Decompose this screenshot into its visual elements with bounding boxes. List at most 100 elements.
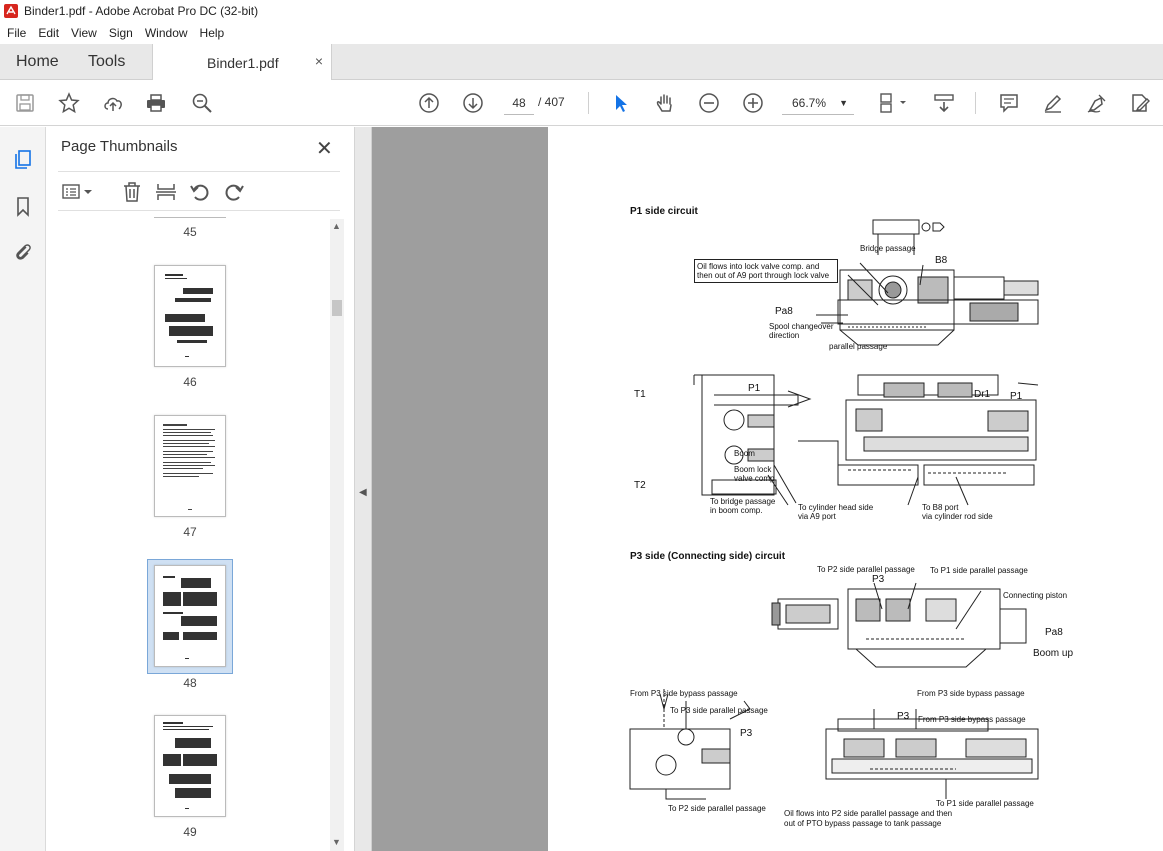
sign-button[interactable] [1084, 90, 1110, 116]
p1-label-pa8: Pa8 [775, 306, 793, 317]
toolbar-divider-2 [975, 92, 976, 114]
p3-label-p3-top: P3 [872, 574, 885, 585]
thumbnail-45-edge [154, 217, 226, 218]
print-button[interactable] [143, 90, 169, 116]
minus-circle-icon [699, 93, 719, 113]
prev-page-button[interactable] [416, 90, 442, 116]
p3-label-boomup: Boom up [1033, 648, 1074, 659]
close-panel-icon[interactable]: ✕ [316, 138, 333, 160]
zoom-out-button[interactable] [696, 90, 722, 116]
hand-tool-button[interactable] [652, 90, 678, 116]
thumbnail-page-current[interactable] [154, 565, 226, 667]
p1-label-parallel: parallel passage [829, 342, 888, 351]
attachments-button[interactable] [11, 240, 35, 264]
thumbnail-list[interactable]: 45 46 [46, 215, 338, 851]
page-display-button[interactable] [874, 90, 912, 116]
p1-label-boom: Boom [734, 449, 755, 458]
menu-edit[interactable]: Edit [38, 26, 60, 40]
p1-label-spool-1: Spool changeover [769, 322, 834, 331]
scroll-up-icon[interactable]: ▲ [332, 221, 341, 231]
scrollbar-thumb[interactable] [332, 300, 342, 316]
tab-document-label: Binder1.pdf [207, 54, 279, 71]
p3-section-title: P3 side (Connecting side) circuit [630, 551, 786, 562]
star-icon [58, 92, 80, 114]
zoom-in-button[interactable] [740, 90, 766, 116]
trash-icon [124, 182, 140, 202]
p3-label-top-p2: To P2 side parallel passage [817, 565, 915, 574]
rotate-cw-button[interactable] [222, 180, 246, 204]
tab-tools[interactable]: Tools [88, 53, 126, 70]
thumbnail-page[interactable] [154, 265, 226, 367]
menu-bar: File Edit View Sign Window Help [0, 22, 1163, 44]
menu-window[interactable]: Window [144, 26, 188, 40]
next-page-button[interactable] [460, 90, 486, 116]
comment-icon [1000, 94, 1018, 113]
p1-section-title: P1 side circuit [630, 206, 698, 217]
rotate-left-icon [190, 184, 209, 201]
page-number-input[interactable] [504, 91, 534, 115]
menu-sign[interactable]: Sign [108, 26, 133, 40]
p1-valve-diagram [693, 219, 1039, 506]
options-menu-icon [62, 184, 92, 199]
p3-label-p3-left: P3 [740, 728, 753, 739]
panel-title: Page Thumbnails [61, 138, 178, 155]
thumbnail-options-button[interactable] [60, 180, 96, 204]
menu-file[interactable]: File [7, 26, 27, 40]
p3-label-to-p2-parallel: To P2 side parallel passage [668, 804, 766, 813]
scroll-mode-button[interactable] [931, 90, 957, 116]
comment-button[interactable] [996, 90, 1022, 116]
p3-label-p3-right: P3 [897, 711, 910, 722]
thumbnail-label: 48 [183, 676, 197, 690]
arrow-up-circle-icon [419, 93, 439, 113]
p3-label-top-p1: To P1 side parallel passage [930, 566, 1028, 575]
thumbnail-scrollbar[interactable]: ▲ ▼ [330, 219, 344, 851]
printer-icon [147, 94, 165, 112]
tab-home[interactable]: Home [16, 53, 59, 70]
menu-view[interactable]: View [71, 26, 97, 40]
plus-circle-icon [743, 93, 763, 113]
p3-label-to-p1-parallel: To P1 side parallel passage [936, 799, 1034, 808]
cursor-arrow-icon [616, 95, 627, 112]
rotate-ccw-button[interactable] [188, 180, 212, 204]
navigation-rail [0, 127, 46, 851]
bookmark-star-button[interactable] [56, 90, 82, 116]
thumbnail-page[interactable] [154, 415, 226, 517]
thumbnail-page[interactable] [154, 715, 226, 817]
p1-label-spool-2: direction [769, 331, 800, 340]
zoom-value: 66.7% [792, 95, 827, 110]
highlighter-pen-icon [1044, 94, 1062, 113]
highlight-button[interactable] [1040, 90, 1066, 116]
p1-label-dr1: Dr1 [974, 389, 991, 400]
scroll-mode-icon [934, 94, 954, 113]
find-button[interactable] [189, 90, 215, 116]
zoom-select[interactable]: 66.7% ▼ [782, 91, 854, 115]
p3-label-oil-p2-1: Oil flows into P2 side parallel passage … [784, 809, 953, 818]
scroll-down-icon[interactable]: ▼ [332, 837, 341, 847]
p1-label-boomlock-2: valve comp [734, 474, 775, 483]
rotate-right-icon [225, 184, 244, 201]
thumbnail-label: 49 [183, 825, 197, 839]
p1-label-tobridge-2: in boom comp. [710, 506, 763, 515]
tab-document[interactable]: Binder1.pdf × [152, 44, 332, 81]
tab-bar: Home Tools Binder1.pdf × [0, 44, 1163, 81]
delete-pages-button[interactable] [120, 180, 144, 204]
page-thumbnails-button[interactable] [11, 147, 35, 171]
p3-label-from-bypass-right: From P3 side bypass passage [917, 689, 1025, 698]
select-tool-button[interactable] [608, 90, 634, 116]
upload-button[interactable] [100, 90, 126, 116]
p1-label-oil-2: then out of A9 port through lock valve [697, 271, 830, 280]
fit-page-icon [880, 93, 906, 113]
extract-pages-button[interactable] [154, 180, 178, 204]
edit-pdf-button[interactable] [1127, 90, 1153, 116]
pdf-page: P1 side circuit [548, 127, 1163, 851]
p1-label-oil-1: Oil flows into lock valve comp. and [697, 262, 820, 271]
collapse-panel-handle[interactable]: ◀ [355, 127, 372, 851]
menu-help[interactable]: Help [199, 26, 225, 40]
page-preview-icon [163, 722, 217, 809]
save-button[interactable] [12, 90, 38, 116]
bookmarks-button[interactable] [11, 194, 35, 218]
close-tab-icon[interactable]: × [314, 53, 323, 69]
thumbnail-label: 45 [183, 225, 197, 239]
document-area: ◀ P1 side circuit [355, 127, 1163, 851]
p1-label-tob8-1: To B8 port [922, 503, 959, 512]
